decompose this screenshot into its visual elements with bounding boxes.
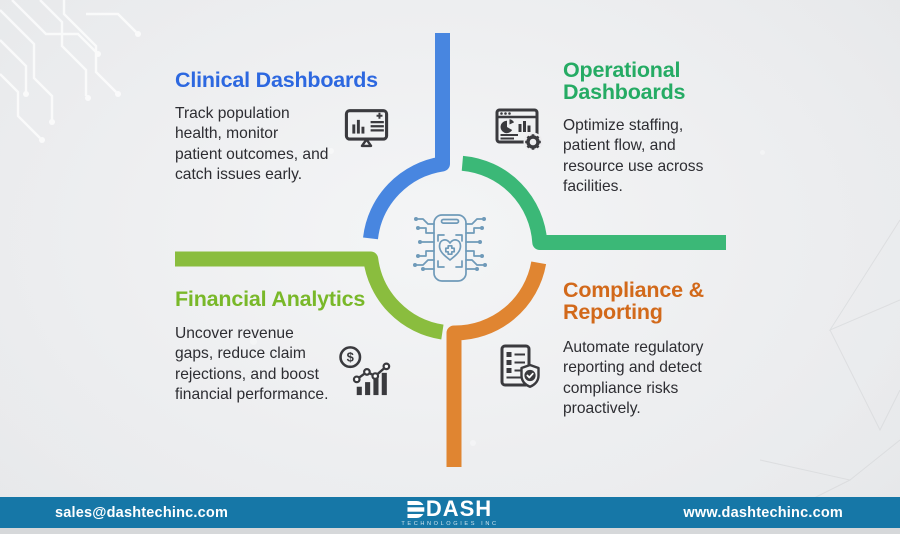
footer-email-link[interactable]: sales@dashtechinc.com bbox=[55, 504, 229, 521]
section-compliance: Compliance & Reporting Automate regulato… bbox=[563, 279, 743, 420]
smartphone-health-circuit-icon bbox=[413, 214, 487, 282]
clinical-title: Clinical Dashboards bbox=[175, 68, 378, 92]
operational-connector bbox=[461, 155, 726, 250]
bokeh-dot bbox=[328, 148, 334, 154]
section-operational: Operational Dashboards Optimize staffing… bbox=[563, 59, 738, 198]
logo-wordmark: DASH bbox=[425, 496, 493, 521]
bokeh-dot bbox=[760, 150, 765, 155]
dollar-growth-chart-icon: $ bbox=[339, 346, 391, 396]
clinical-connector bbox=[363, 33, 450, 240]
compliance-connector bbox=[446, 261, 547, 467]
footer-bottom-strip bbox=[0, 528, 900, 534]
financial-title: Financial Analytics bbox=[175, 287, 366, 311]
footer-website-link[interactable]: www.dashtechinc.com bbox=[683, 504, 843, 521]
circuit-decoration bbox=[0, 0, 141, 143]
clinical-description: Track population health, monitor patient… bbox=[175, 105, 329, 184]
bokeh-dot bbox=[640, 64, 645, 69]
bokeh-dot bbox=[470, 440, 476, 446]
company-logo: DASH TECHNOLOGIES INC bbox=[401, 496, 499, 528]
analytics-window-gear-icon bbox=[495, 108, 543, 150]
operational-description: Optimize staffing, patient flow, and res… bbox=[563, 117, 704, 196]
footer-bar: sales@dashtechinc.com DASH TECHNOLOGIES … bbox=[0, 497, 900, 528]
compliance-title: Compliance & Reporting bbox=[563, 278, 704, 324]
financial-description: Uncover revenue gaps, reduce claim rejec… bbox=[175, 325, 329, 404]
financial-connector bbox=[175, 251, 444, 340]
section-clinical: Clinical Dashboards Track population hea… bbox=[175, 69, 390, 186]
monitor-bar-chart-icon bbox=[344, 109, 389, 148]
compliance-description: Automate regulatory reporting and detect… bbox=[563, 339, 704, 418]
dash-logo-d-icon bbox=[407, 500, 425, 518]
svg-text:$: $ bbox=[347, 350, 355, 365]
operational-title: Operational Dashboards bbox=[563, 58, 686, 104]
checklist-shield-icon bbox=[500, 344, 540, 388]
bokeh-dot bbox=[250, 338, 257, 345]
logo-subtext: TECHNOLOGIES INC bbox=[401, 521, 499, 527]
section-financial: Financial Analytics Uncover revenue gaps… bbox=[175, 288, 390, 406]
